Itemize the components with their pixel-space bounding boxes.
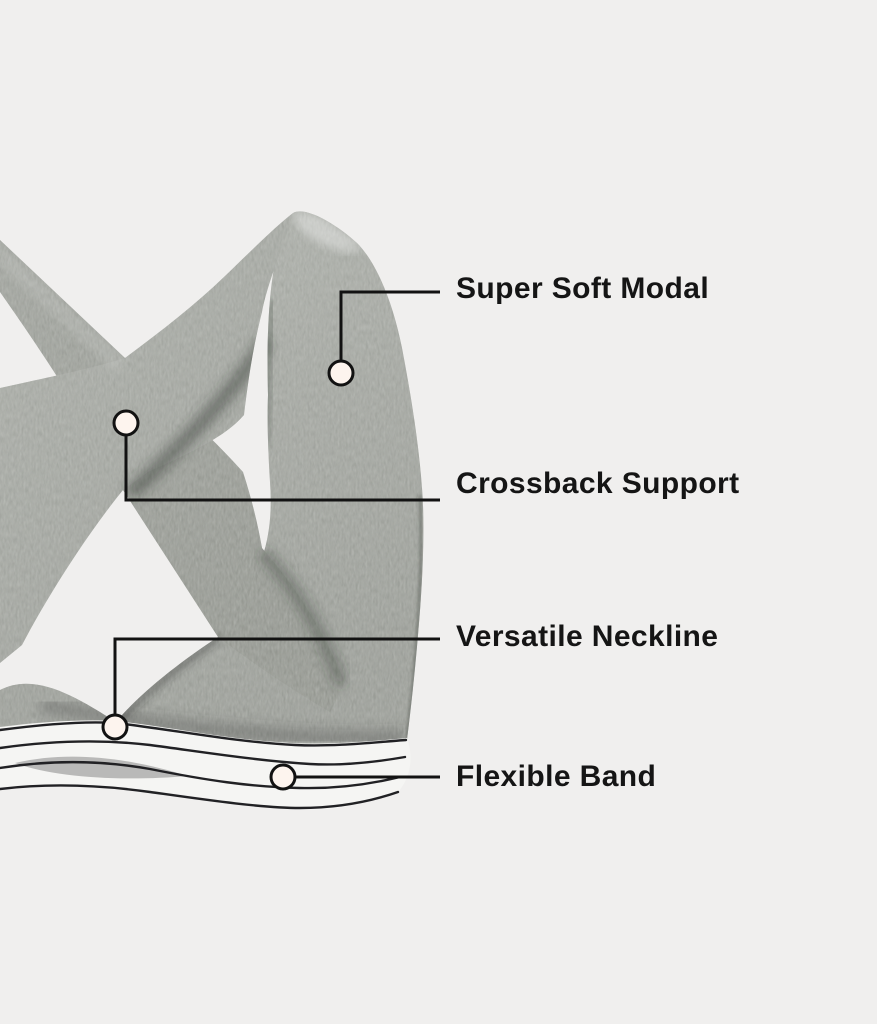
bra-back — [0, 211, 424, 810]
callout-markers — [101, 359, 355, 791]
callout-line-super-soft-modal — [339, 290, 440, 373]
callout-line-versatile-neckline — [113, 637, 440, 727]
callout-marker-crossback-support — [112, 409, 140, 437]
fabric-texture — [0, 211, 424, 744]
callout-line-crossback-support — [124, 423, 440, 502]
bra-underband — [0, 720, 411, 810]
callout-label-super-soft-modal: Super Soft Modal — [456, 272, 710, 305]
band-stripe — [0, 784, 400, 810]
band-stripe — [0, 740, 407, 766]
callout-marker-flexible-band — [269, 763, 297, 791]
callout-marker-super-soft-modal — [327, 359, 355, 387]
callout-marker-versatile-neckline — [101, 713, 129, 741]
callout-label-crossback-support: Crossback Support — [456, 467, 740, 500]
callout-lines — [113, 290, 440, 779]
band-stripe — [0, 760, 402, 790]
callout-label-versatile-neckline: Versatile Neckline — [456, 620, 719, 653]
band-stripe — [0, 721, 408, 747]
callout-label-flexible-band: Flexible Band — [456, 760, 657, 793]
